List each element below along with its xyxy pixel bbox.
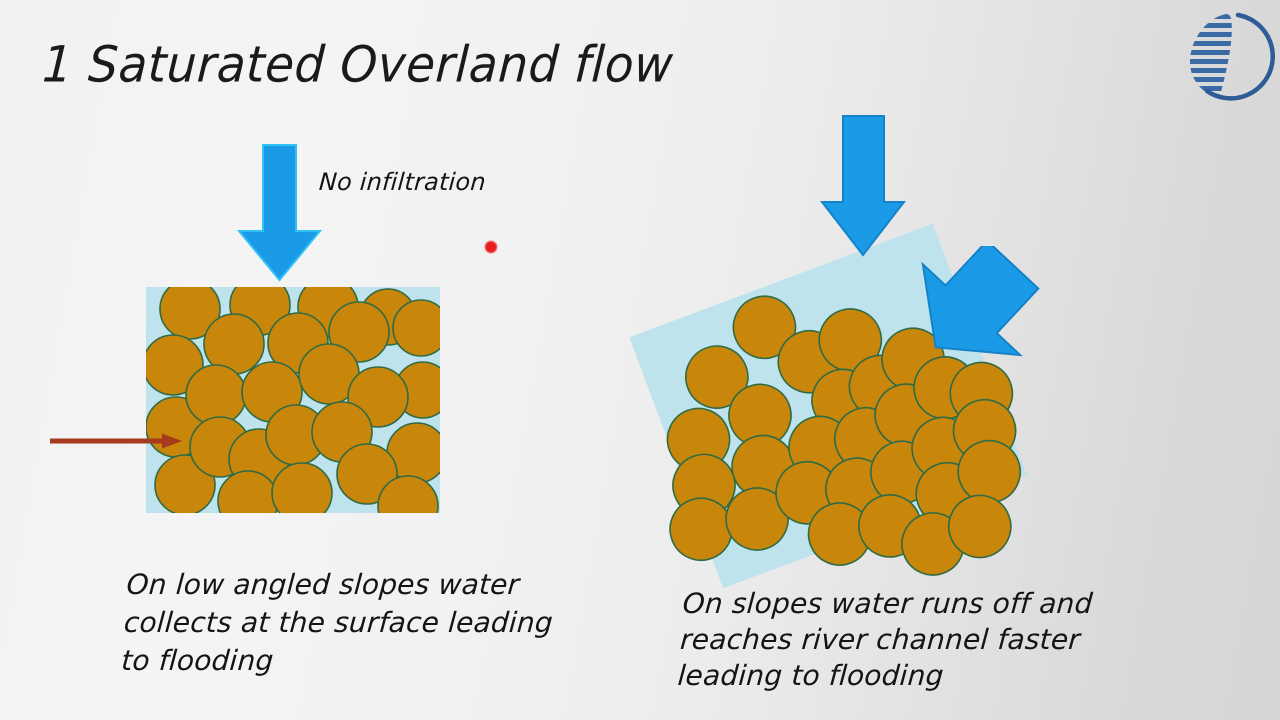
soil-particle	[732, 295, 797, 360]
logo-svg	[1190, 12, 1276, 101]
soil-particle	[271, 462, 333, 513]
soil-particles-right	[666, 295, 1022, 576]
soil-particle	[377, 475, 439, 513]
soil-particle	[392, 299, 440, 357]
rainfall-arrow-left	[236, 143, 323, 283]
page-title: 1 Saturated Overland flow	[40, 36, 675, 95]
no-infiltration-label: No infiltration	[318, 168, 487, 196]
runoff-arrow-diagonal	[906, 239, 1046, 368]
soil-particles-left	[146, 287, 440, 513]
caption-right: On slopes water runs off and reaches riv…	[676, 587, 1094, 692]
soil-particle	[957, 439, 1022, 504]
soil-particle	[336, 443, 398, 505]
caption-left: On low angled slopes water collects at t…	[120, 568, 555, 677]
soil-particle	[159, 287, 221, 340]
logo-arc	[1204, 12, 1276, 101]
striped-globe-logo	[1176, 6, 1276, 106]
soil-particle	[685, 345, 749, 409]
red-dot-marker	[485, 241, 497, 253]
sloped-saturated-soil-block	[629, 223, 1027, 589]
arrow-diagonal-svg	[921, 239, 1040, 357]
arrow-left-svg	[236, 144, 323, 282]
soil-particle	[185, 364, 247, 426]
arrow-right-svg	[819, 115, 907, 257]
surface-water-pointer-arrow	[50, 432, 182, 450]
flat-saturated-soil-block	[146, 287, 440, 513]
soil-particle	[328, 301, 390, 363]
rainfall-arrow-right	[819, 114, 907, 258]
red-arrow-svg	[50, 433, 182, 449]
soil-particle	[146, 334, 204, 396]
soil-particle	[948, 494, 1012, 559]
